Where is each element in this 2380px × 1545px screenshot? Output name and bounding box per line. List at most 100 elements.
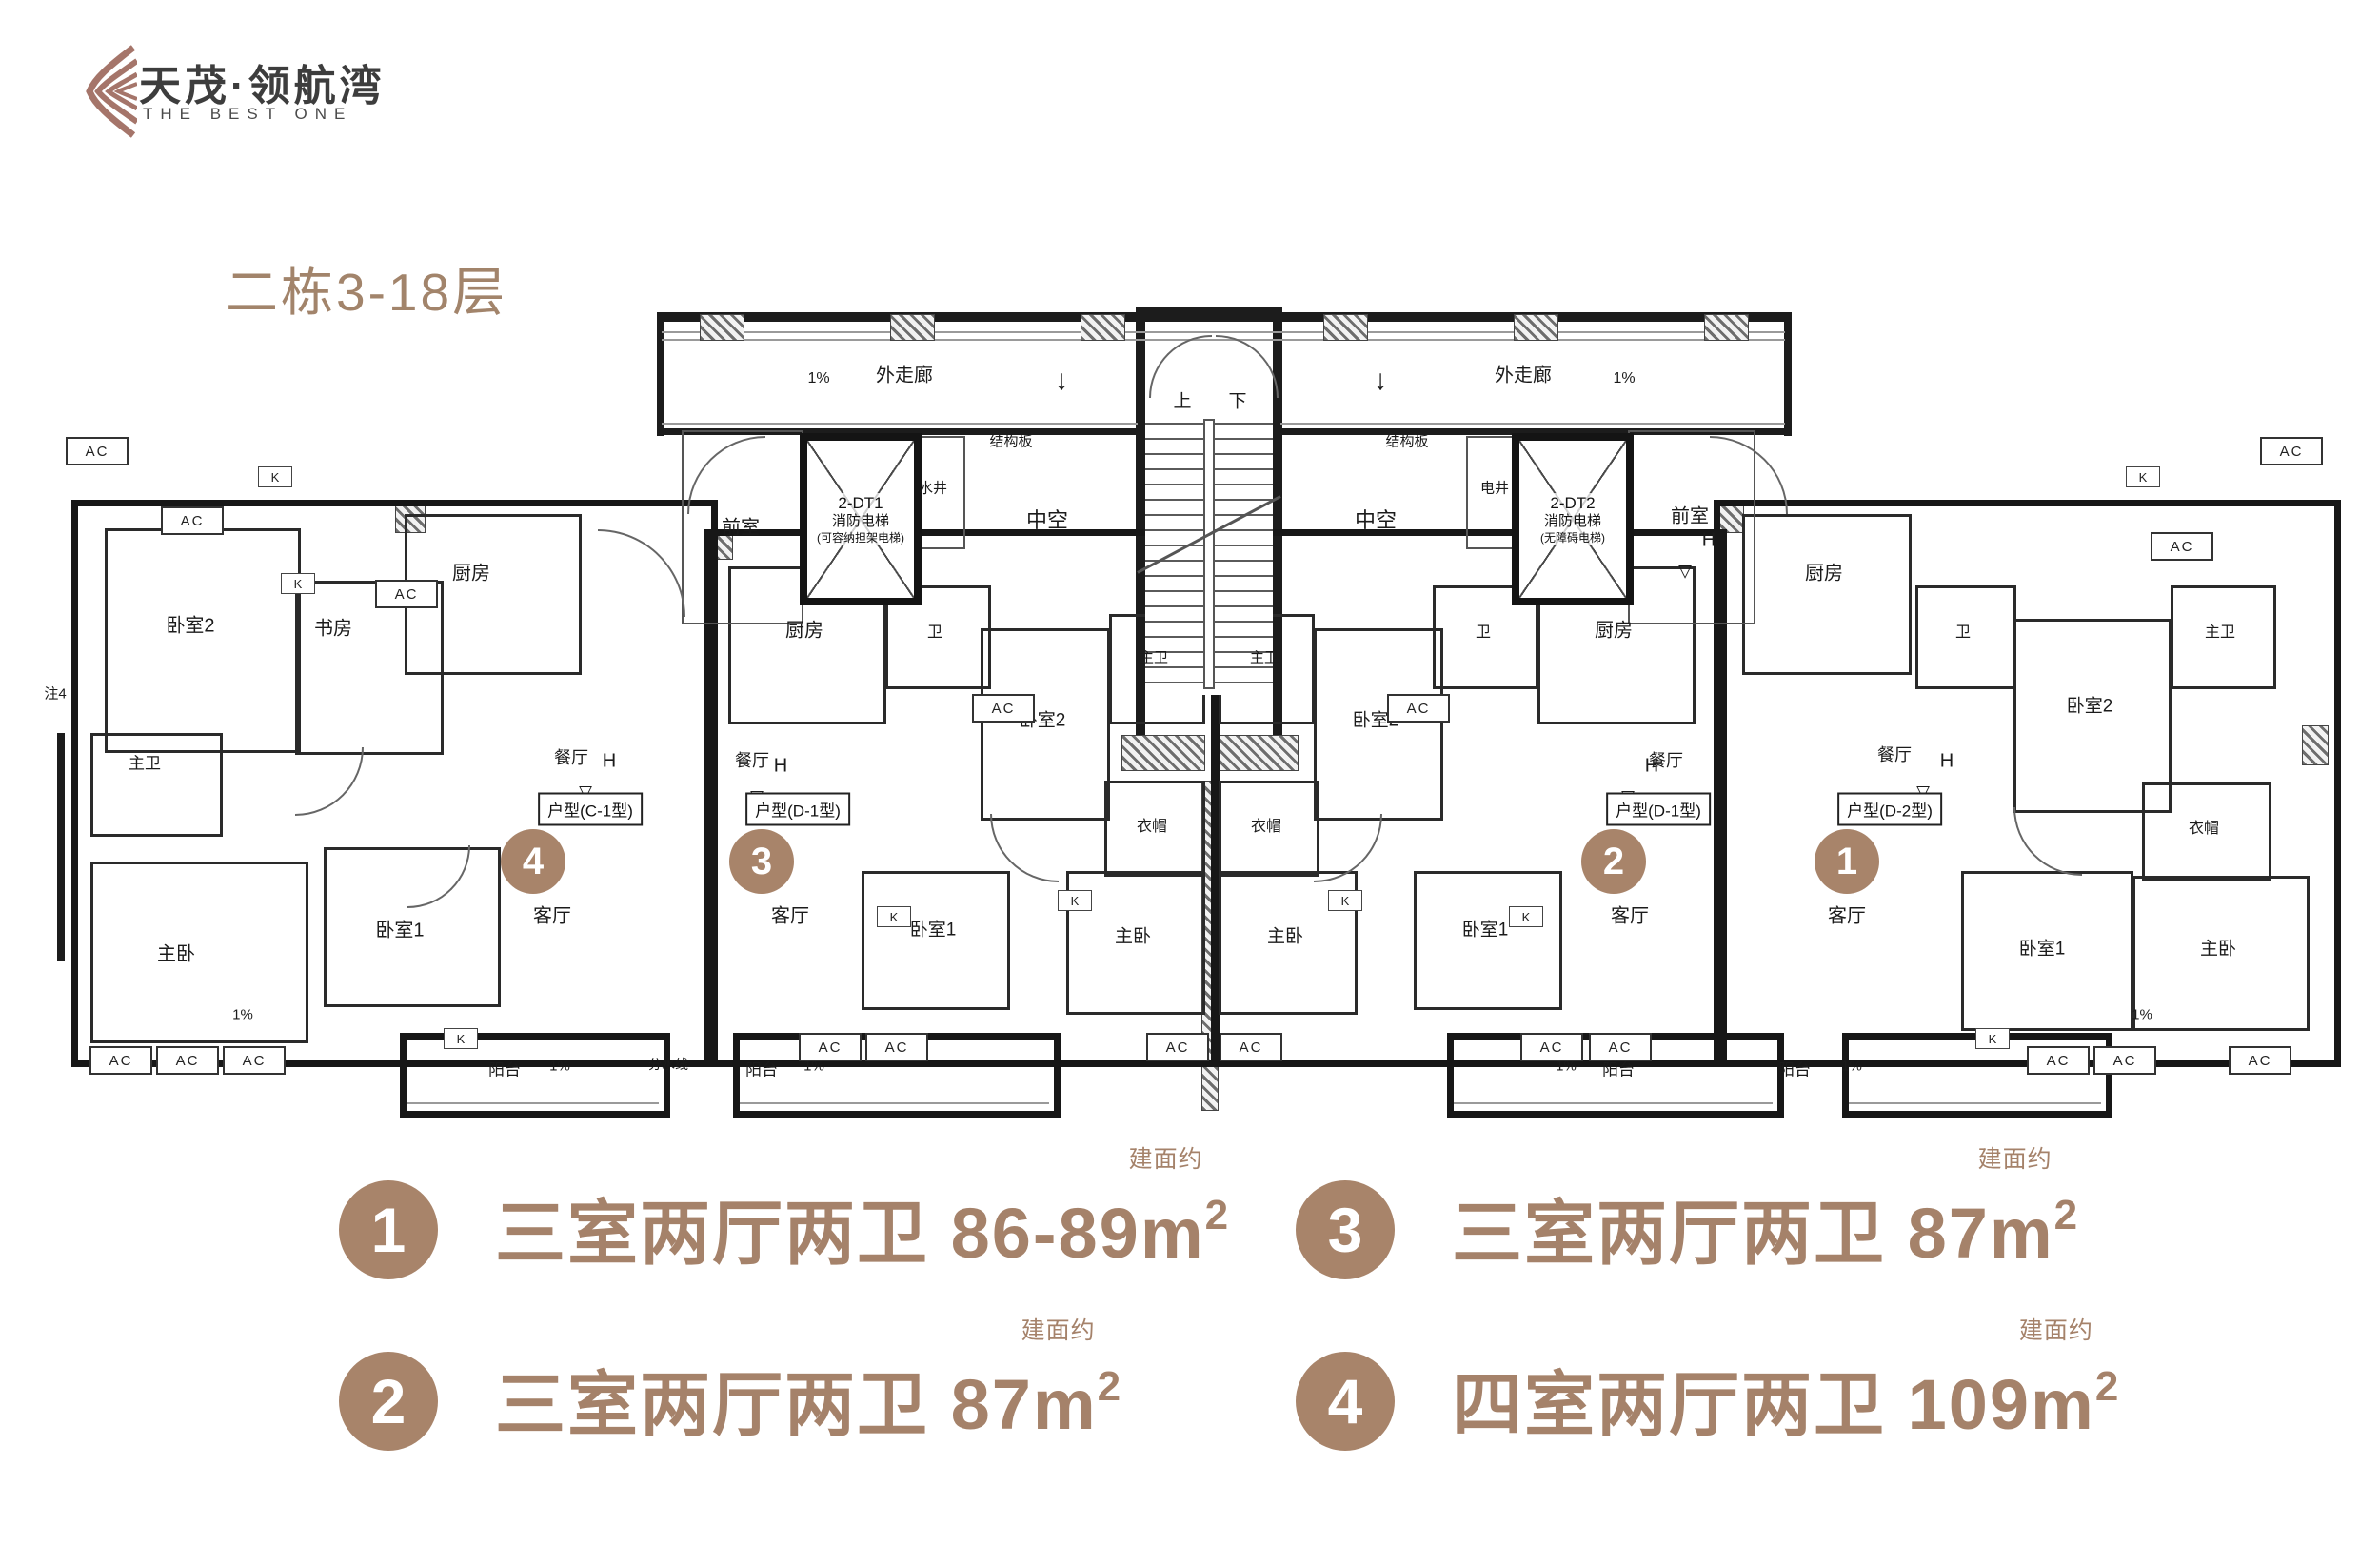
room-box [90,862,308,1043]
ac-label-box: AC [89,1046,152,1075]
room-box [324,847,501,1007]
ac-label-box: AC [2151,532,2213,561]
plan-label: 主卧 [2199,939,2237,960]
plan-label: 前室 [1671,505,1709,527]
k-label-box: K [1328,890,1362,911]
plan-label: 阳台 [1602,1060,1635,1080]
plan-label: 1% [1556,1058,1577,1075]
room-box [862,871,1010,1010]
thin-line [1842,1102,2101,1104]
room-box [1433,585,1538,689]
plan-label: 衣帽 [2188,821,2220,837]
ac-label-box: AC [1146,1033,1209,1061]
plan-label: 1% [1841,1058,1862,1075]
room-box [90,733,223,837]
plan-label: 衣帽 [1136,819,1168,835]
room-box [1104,781,1205,877]
k-label-box: K [877,906,911,927]
plan-label: 1% [232,1006,253,1023]
wall-segment [657,312,1792,322]
legend-sup-3: 建面约 [1977,1146,2053,1173]
plan-label: H [602,750,617,772]
legend-rooms-1: 三室两厅两卫 [495,1194,929,1273]
ac-label-box: AC [2027,1046,2090,1075]
plan-label: 阳台 [488,1060,521,1080]
thin-line [662,331,1785,333]
legend-sup-4: 建面约 [2018,1317,2093,1344]
legend-num-1: 1 [370,1195,407,1265]
room-box [1742,514,1912,675]
k-label-box: K [281,573,315,594]
ac-label-box: AC [223,1046,286,1075]
ac-label-box: AC [2260,437,2323,465]
legend-area-2: 87m [950,1365,1098,1444]
unit-type-tag-2: 户型(D-1型) [745,792,850,826]
plan-label: 卫 [1954,624,1972,641]
plan-label: 主卫 [2204,624,2236,641]
hatch-block [1514,314,1558,341]
hatch-block [1323,314,1368,341]
ac-label-box: AC [865,1033,928,1061]
legend-exp-4: 2 [2094,1363,2121,1410]
ac-label-box: AC [375,580,438,608]
room-box [1219,781,1319,877]
floor-title: 二栋3-18层 [226,263,508,322]
plan-label: 主卧 [1114,926,1152,947]
legend-sup-1: 建面约 [1128,1146,1203,1173]
plan-label: 客厅 [771,905,809,927]
plan-label: 厨房 [1595,620,1633,642]
elevator-label: 2-DT1 [838,493,883,514]
plan-label: 卫 [926,624,943,641]
room-box [2171,585,2276,689]
plan-label: 主卧 [1266,926,1304,947]
ac-label-box: AC [2093,1046,2156,1075]
thin-line [1447,1102,1773,1104]
unit-type-tag-3: 户型(D-1型) [1606,792,1711,826]
brand-logo-icon [86,45,137,138]
legend-exp-3: 2 [2053,1192,2080,1238]
plan-label: 衣帽 [1250,819,1282,835]
brand-logo: 天茂·领航湾 THE BEST ONE [84,42,655,147]
plan-label: 下 [1228,391,1247,412]
plan-label: 主卫 [1249,649,1279,666]
plan-label: 卫 [1475,624,1492,641]
room-box [295,581,444,755]
plan-label: 餐厅 [735,751,769,770]
room-box [1066,871,1205,1015]
unit-number-circle-3: 3 [729,829,794,894]
ac-label-box: AC [1589,1033,1652,1061]
room-box [1219,871,1358,1015]
ac-label-box: AC [2229,1046,2291,1075]
room-box [1314,628,1443,821]
plan-label: 厨房 [1805,563,1843,584]
legend-exp-1: 2 [1204,1192,1231,1238]
wall-segment [1279,428,1792,435]
legend-rooms-2: 三室两厅两卫 [495,1365,929,1444]
legend-rooms-3: 三室两厅两卫 [1452,1194,1886,1273]
plan-label: 外走廊 [1495,365,1552,386]
legend-circle-2: 2 [339,1352,438,1451]
plan-label: 餐厅 [1649,751,1683,770]
room-box [981,628,1110,821]
plan-label: 卧室1 [909,920,957,941]
ac-label-box: AC [799,1033,862,1061]
legend-circle-1: 1 [339,1180,438,1279]
plan-label: 外走廊 [876,365,933,386]
plan-label: ▽ [1678,561,1692,581]
stair-rail [1203,419,1215,689]
wall-segment [657,428,1140,435]
plan-label: ↓ [1373,365,1388,396]
ac-label-box: AC [1387,694,1450,723]
unit-number-circle-1: 1 [1815,829,1879,894]
legend-sup-2: 建面约 [1021,1317,1096,1344]
ac-label-box: AC [972,694,1035,723]
plan-label: 主卧 [157,943,195,965]
room-box [400,1033,670,1118]
thin-line [1280,423,1785,425]
plan-label: 结构板 [1385,433,1429,450]
plan-label: 客厅 [1611,905,1649,927]
